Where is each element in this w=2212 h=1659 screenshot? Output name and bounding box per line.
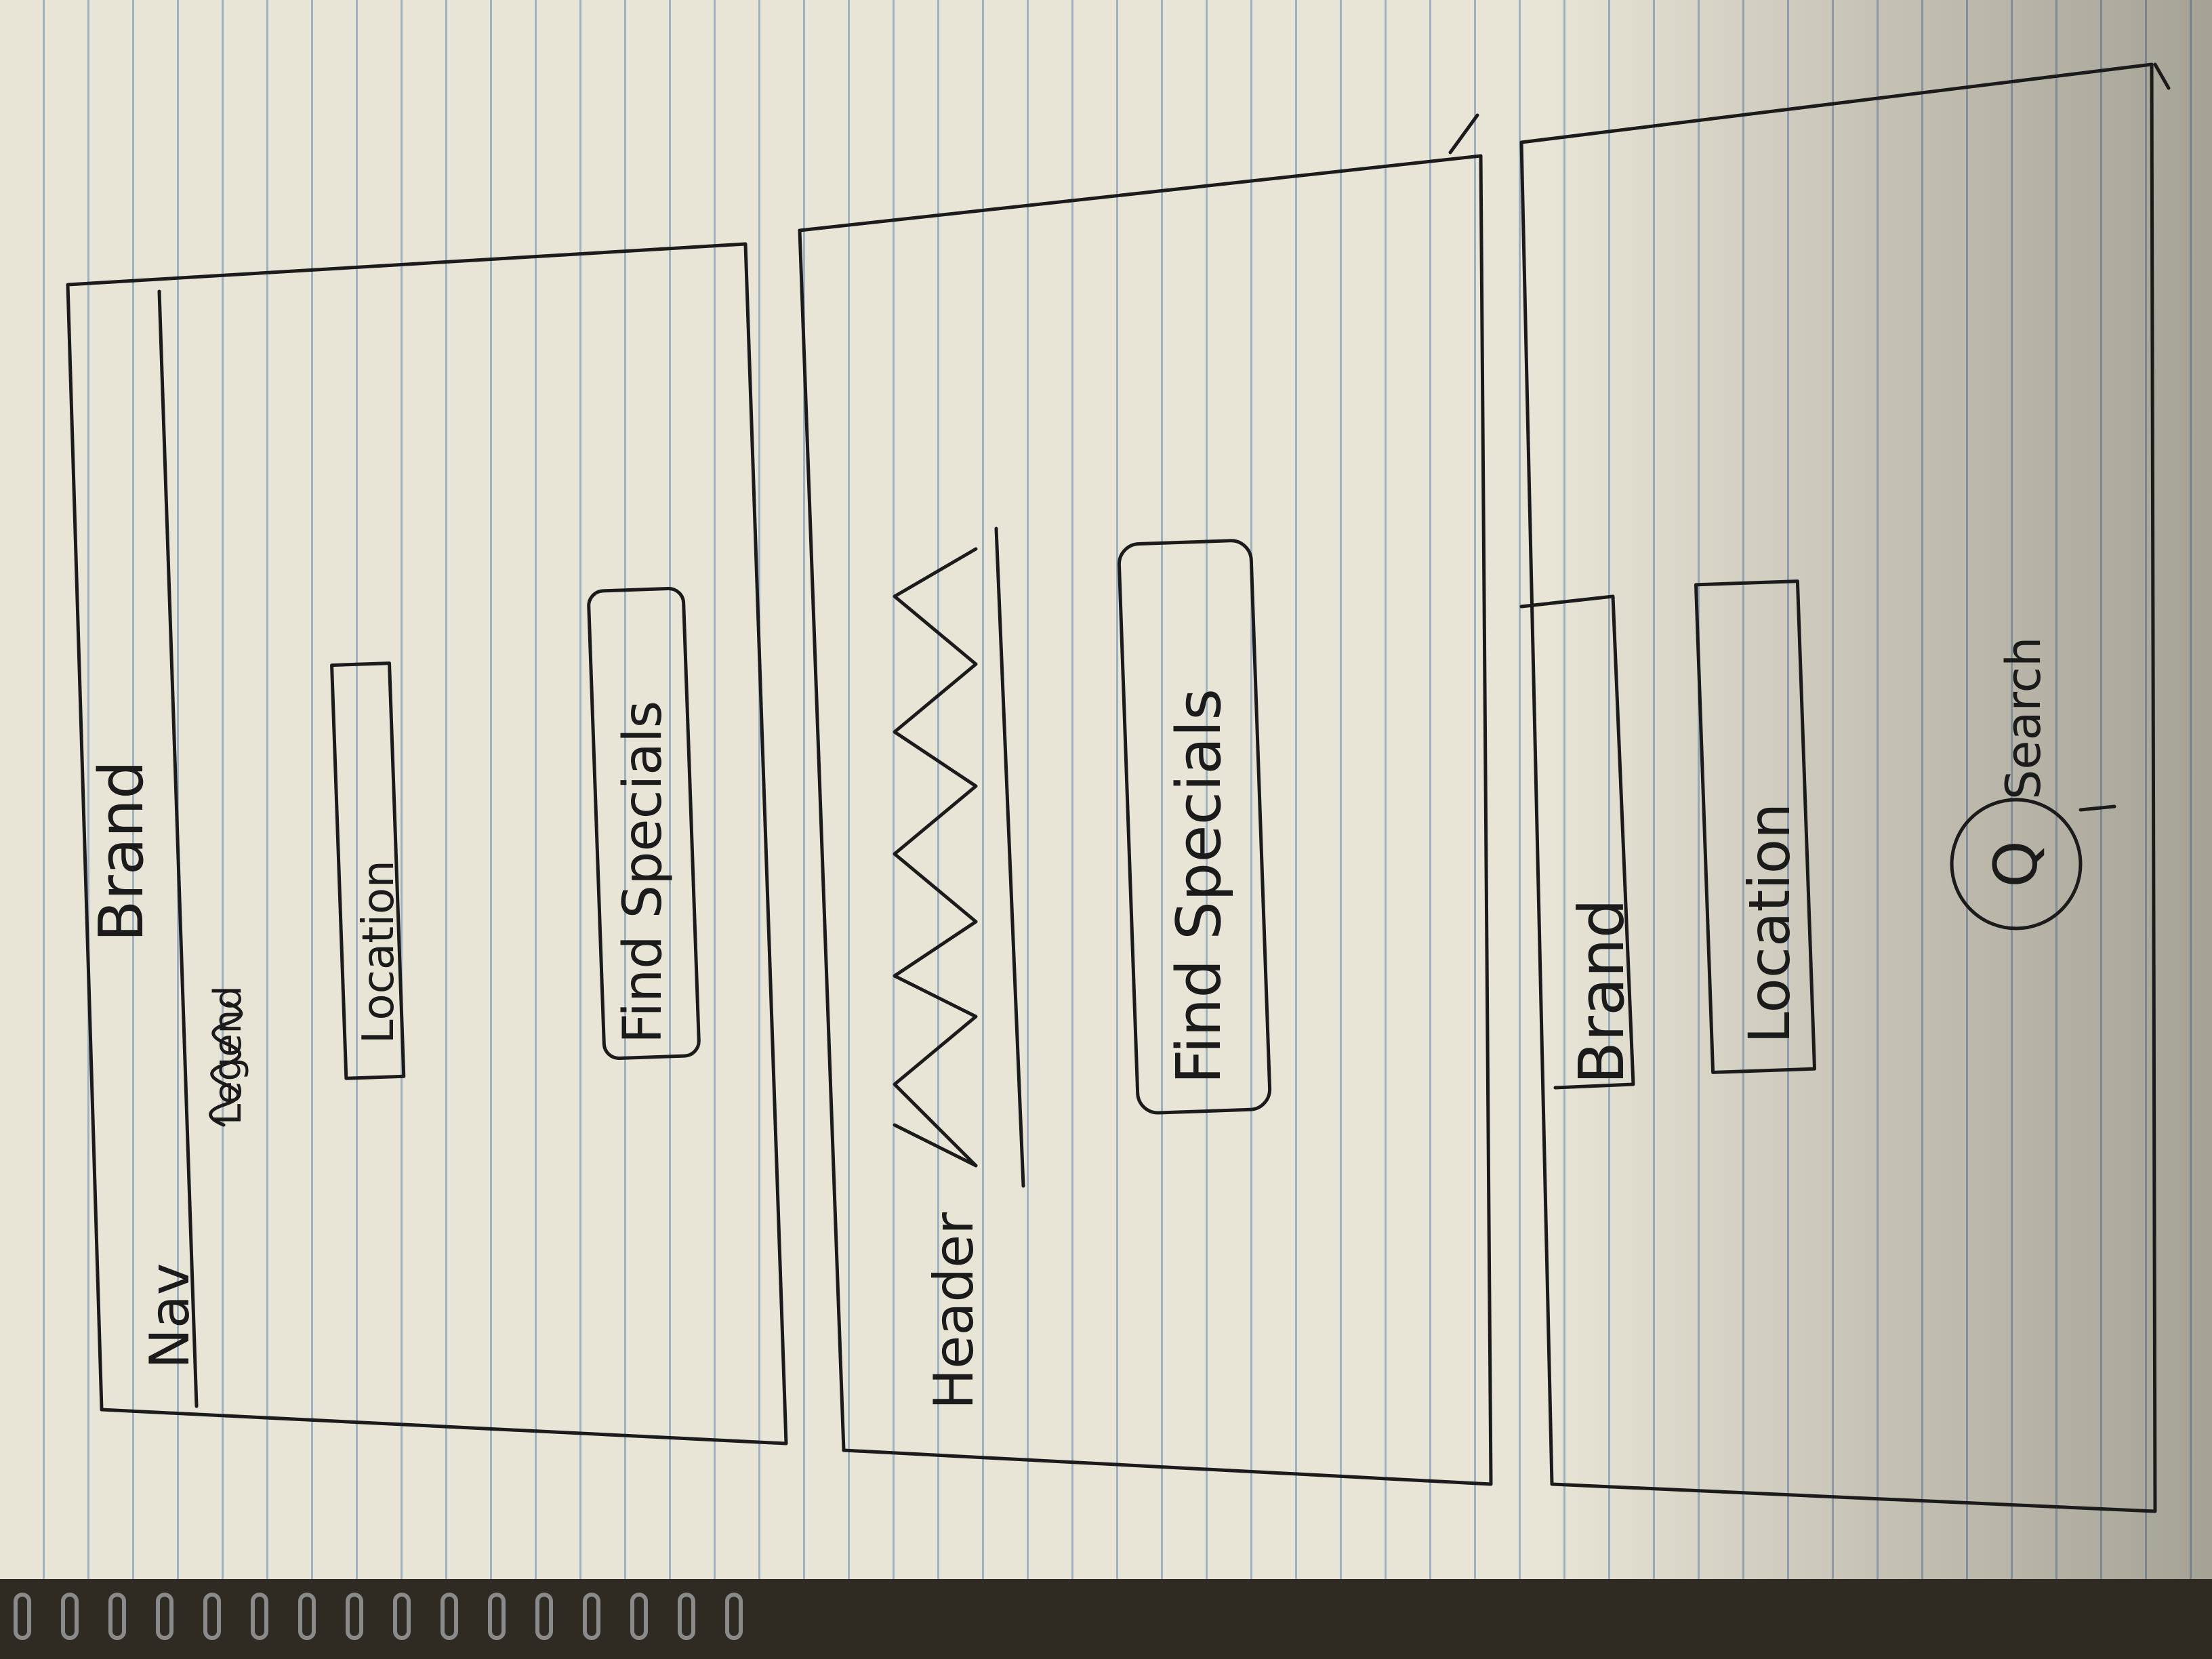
- frame3-search-circle: [1950, 798, 2083, 930]
- frame1-find-specials-button: [587, 587, 701, 1060]
- frame3-brand-field: [1519, 594, 1635, 1090]
- frame3-location-label: Location: [1736, 803, 1803, 1044]
- frame1-nav-label: Nav: [138, 1263, 201, 1369]
- frame2-corner-mark: [1448, 113, 1479, 155]
- frame3-search-pointer: [2078, 804, 2116, 812]
- frame2-header-label: Header: [922, 1212, 985, 1410]
- frame1-legend-label: Legend: [206, 985, 250, 1125]
- frame2-find-specials-label: Find Specials: [1164, 689, 1235, 1084]
- frame1-location-label: Location: [354, 860, 404, 1044]
- frame2-header-zigzag: [893, 547, 978, 1168]
- search-icon[interactable]: Q: [1981, 840, 2051, 887]
- frame3-brand-label: Brand: [1565, 899, 1638, 1084]
- frame2-header-underline: [994, 527, 1025, 1188]
- frame2-find-specials-button: [1117, 539, 1272, 1115]
- frame1-nav-divider: [157, 289, 199, 1408]
- frame2-outline: [798, 154, 1493, 1486]
- frame1-outline: [66, 242, 788, 1446]
- frame1-legend-squiggle: [209, 1001, 243, 1127]
- notebook-spiral: [0, 1579, 2212, 1659]
- frame3-corner-mark: [2153, 62, 2171, 90]
- frame3-location-field: [1694, 579, 1817, 1074]
- frame3-outline: [1519, 62, 2157, 1513]
- frame1-brand-label: Brand: [86, 760, 157, 942]
- frame3-search-label: Search: [1996, 637, 2051, 800]
- frame1-find-specials-label: Find Specials: [613, 701, 674, 1044]
- frame1-location-field: [330, 661, 406, 1080]
